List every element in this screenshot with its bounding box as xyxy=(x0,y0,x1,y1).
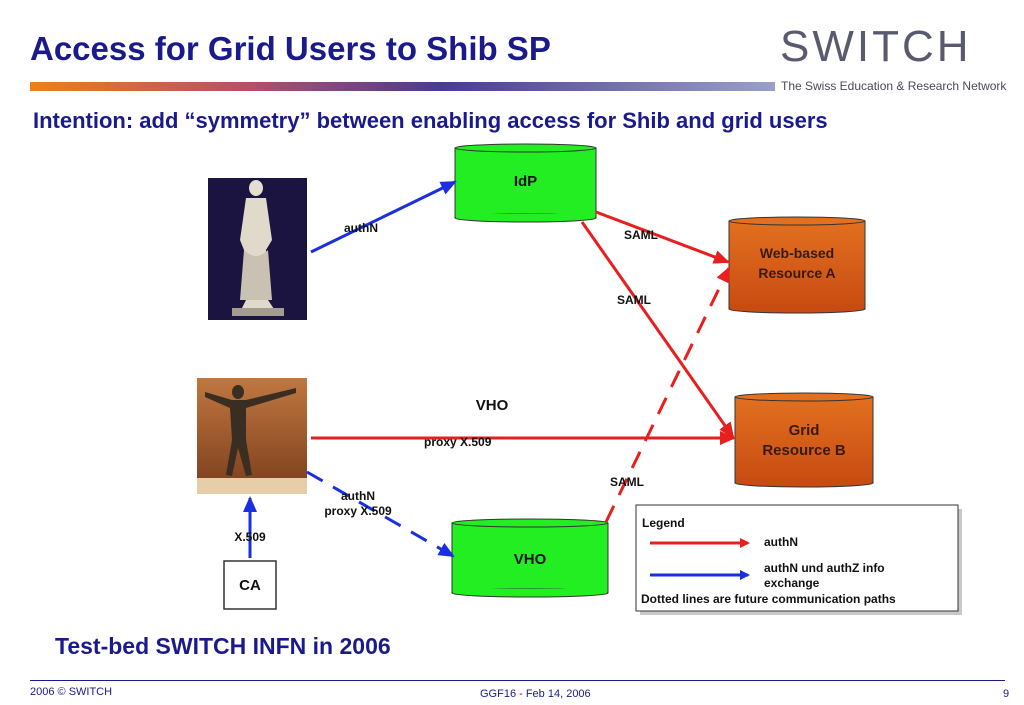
resource-b-database: Grid Resource B xyxy=(734,392,874,488)
authn-proxy-label-1: authN xyxy=(341,489,375,503)
authn-arrow-to-idp xyxy=(310,180,457,254)
authn-proxy-label-2: proxy X.509 xyxy=(324,504,392,518)
legend-blue-label-1: authN und authZ info xyxy=(764,561,885,575)
footer-copyright: 2006 © SWITCH xyxy=(30,686,113,698)
legend-note: Dotted lines are future communication pa… xyxy=(641,592,896,606)
slide-title: Access for Grid Users to Shib SP xyxy=(30,30,551,67)
switch-logo: SWITCH xyxy=(780,22,972,71)
resource-a-label-2: Resource A xyxy=(758,265,835,281)
x509-label: X.509 xyxy=(234,530,266,544)
intention-text: Intention: add “symmetry” between enabli… xyxy=(33,108,828,133)
title-underline-bar xyxy=(30,82,775,91)
logo-subtitle: The Swiss Education & Research Network xyxy=(781,79,1007,93)
saml-arrow-idp-to-resource-a xyxy=(595,210,730,264)
footer-event: GGF16 - Feb 14, 2006 xyxy=(480,688,591,700)
resource-a-label-1: Web-based xyxy=(760,245,834,261)
saml-label-upper: SAML xyxy=(624,228,658,242)
saml-label-lower: SAML xyxy=(610,475,644,489)
legend-title: Legend xyxy=(642,516,685,530)
page-number: 9 xyxy=(1003,688,1010,700)
testbed-caption: Test-bed SWITCH INFN in 2006 xyxy=(55,633,391,659)
resource-b-label-1: Grid xyxy=(789,422,820,439)
legend-box: Legend authN authN und authZ info exchan… xyxy=(635,504,962,615)
vho-db-label: VHO xyxy=(514,551,547,568)
vho-label: VHO xyxy=(476,397,509,414)
idp-label: IdP xyxy=(514,173,537,190)
vho-database: VHO xyxy=(451,518,609,598)
saml-label-middle: SAML xyxy=(617,293,651,307)
resource-a-database: Web-based Resource A xyxy=(728,216,866,314)
ca-box: CA xyxy=(223,560,277,610)
legend-red-label: authN xyxy=(764,535,798,549)
legend-blue-label-2: exchange xyxy=(764,576,820,590)
proxy-label: proxy X.509 xyxy=(424,435,492,449)
bronze-statue-image xyxy=(197,378,307,494)
venus-statue-image xyxy=(208,178,307,320)
footer-divider xyxy=(30,680,1005,681)
ca-label: CA xyxy=(239,577,261,594)
authn-label: authN xyxy=(344,221,378,235)
idp-database: IdP xyxy=(454,143,597,223)
saml-arrow-idp-to-resource-b xyxy=(580,221,735,439)
saml-dashed-arrow-vho-to-resource-a xyxy=(604,266,731,523)
resource-b-label-2: Resource B xyxy=(762,442,846,459)
